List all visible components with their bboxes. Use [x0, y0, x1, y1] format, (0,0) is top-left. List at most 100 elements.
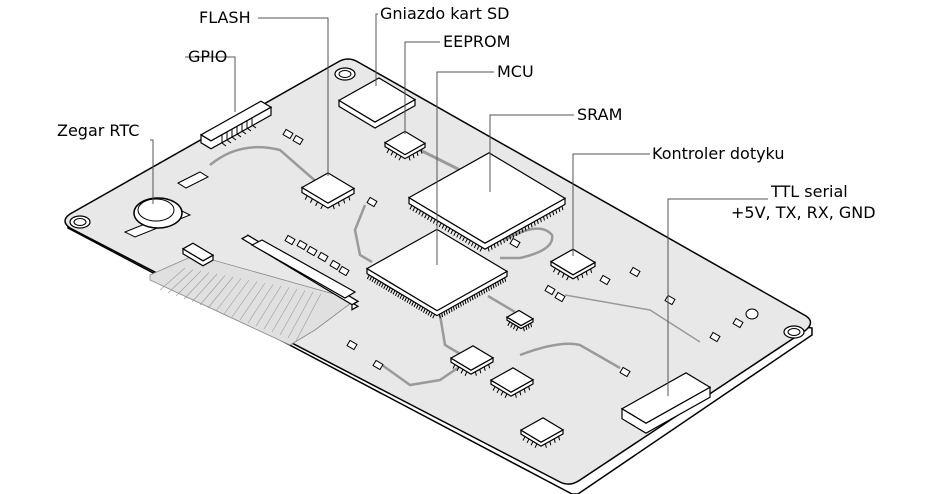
- mcu-chip-pin: [432, 313, 436, 319]
- mounting-hole-inner: [787, 328, 801, 336]
- gpio-pin: [231, 129, 237, 141]
- mcu-chip-pin: [464, 299, 467, 305]
- mcu-chip-pin: [399, 294, 403, 299]
- flash-chip-pin: [348, 196, 351, 201]
- sram-chip: [407, 152, 567, 244]
- mcu-chip-pin: [494, 282, 497, 288]
- mcu-chip-pin: [413, 302, 417, 308]
- mcu-chip-pin: [392, 290, 396, 295]
- sram-chip-pin: [558, 207, 561, 212]
- smd-component: [296, 239, 308, 251]
- ribbon-line: [167, 269, 194, 294]
- sram-chip-pin: [493, 243, 496, 249]
- leader-line: [150, 139, 154, 204]
- mcu-chip-pin: [438, 314, 441, 319]
- sram-chip-pin: [552, 211, 555, 216]
- sram-chip-pin: [450, 229, 454, 235]
- ribbon-line: [175, 270, 202, 297]
- sram-chip-pin: [427, 215, 430, 221]
- trace: [519, 342, 621, 370]
- sram-chip-pin: [509, 235, 512, 240]
- ribbon-line: [295, 293, 322, 342]
- ribbon-line: [215, 278, 242, 312]
- eeprom-chip-pin: [420, 149, 423, 154]
- eeprom-chip-pin: [412, 153, 415, 159]
- sram-chip-pin: [424, 213, 427, 219]
- smd-component: [292, 134, 304, 146]
- mcu-chip-pin: [459, 302, 462, 307]
- mcu-chip-pin: [415, 304, 419, 309]
- sram-chip-pin: [549, 212, 552, 218]
- chip-pin: [512, 324, 516, 330]
- smd-component: [346, 339, 358, 351]
- ribbon-line: [183, 272, 210, 300]
- chip-pin: [479, 369, 482, 374]
- sram-chip-pin: [539, 218, 542, 223]
- chip-pin: [527, 324, 530, 329]
- sram-chip-pin: [429, 217, 433, 222]
- smd-component: [282, 128, 294, 140]
- sram-chip-pin: [546, 214, 549, 219]
- sram-chip-pin: [441, 224, 445, 229]
- gpio-pin: [221, 135, 227, 147]
- chip-pin: [522, 327, 525, 332]
- ribbon-line: [287, 291, 314, 339]
- chip-pin: [492, 386, 496, 391]
- mcu-chip-pin: [378, 281, 382, 287]
- mcu-chip-pin: [499, 280, 502, 285]
- ribbon-line: [239, 282, 266, 321]
- ribbon-line: [207, 276, 234, 309]
- sram-chip-pin: [506, 237, 509, 242]
- label-eeprom: EEPROM: [443, 32, 511, 51]
- mcu-chip-pin: [390, 288, 394, 294]
- label-ttl-pins: +5V, TX, RX, GND: [731, 203, 876, 222]
- touch-controller-chip-pin: [566, 275, 570, 281]
- mcu-chip-pin: [366, 274, 370, 280]
- flash-chip-pin: [320, 204, 324, 210]
- mcu-chip-pin: [501, 278, 504, 284]
- smd-component: [619, 366, 631, 378]
- label-sd-slot: Gniazdo kart SD: [380, 4, 510, 23]
- leader-line: [185, 56, 236, 112]
- test-pads: [176, 171, 210, 189]
- sram-chip-pin: [470, 241, 474, 247]
- mcu-chip-pin: [497, 281, 500, 286]
- sram-chip-pin: [561, 206, 564, 211]
- smd-component: [554, 291, 566, 303]
- mcu-chip-pin: [473, 294, 476, 299]
- label-gpio: GPIO: [188, 47, 228, 66]
- mcu-chip-pin: [427, 311, 431, 316]
- ribbon-line: [271, 288, 298, 333]
- chip: [489, 367, 535, 393]
- mounting-hole-inner: [73, 218, 87, 226]
- led: [745, 308, 759, 320]
- sram-chip-pin: [502, 238, 505, 243]
- mcu-chip-pin: [383, 284, 387, 290]
- ribbon-line: [191, 273, 218, 303]
- mcu-chip-pin: [452, 306, 455, 311]
- sram-chip-pin: [479, 247, 483, 252]
- gpio-pin: [241, 123, 247, 135]
- mcu-chip-pin: [466, 298, 469, 303]
- leader-line: [667, 198, 768, 396]
- gpio-header: [199, 100, 273, 142]
- eeprom-chip-pin: [408, 156, 411, 161]
- leader-line: [404, 41, 440, 134]
- trace: [209, 145, 321, 186]
- mcu-chip-pin: [469, 297, 472, 302]
- smd-component: [372, 359, 384, 371]
- mcu-chip-pin: [369, 276, 373, 281]
- mcu-chip-pin: [478, 291, 481, 297]
- chip-pin: [464, 371, 468, 376]
- chip: [449, 345, 495, 371]
- flash-chip-pin: [343, 199, 346, 204]
- sram-chip-pin: [444, 226, 448, 231]
- sram-chip-pin: [530, 223, 533, 228]
- ribbon-line: [263, 287, 290, 330]
- touch-controller-chip-pin: [561, 273, 565, 278]
- chip-pin: [452, 364, 456, 369]
- ribbon-line: [231, 281, 258, 318]
- chip-pin: [515, 326, 519, 332]
- leader-line: [489, 114, 574, 192]
